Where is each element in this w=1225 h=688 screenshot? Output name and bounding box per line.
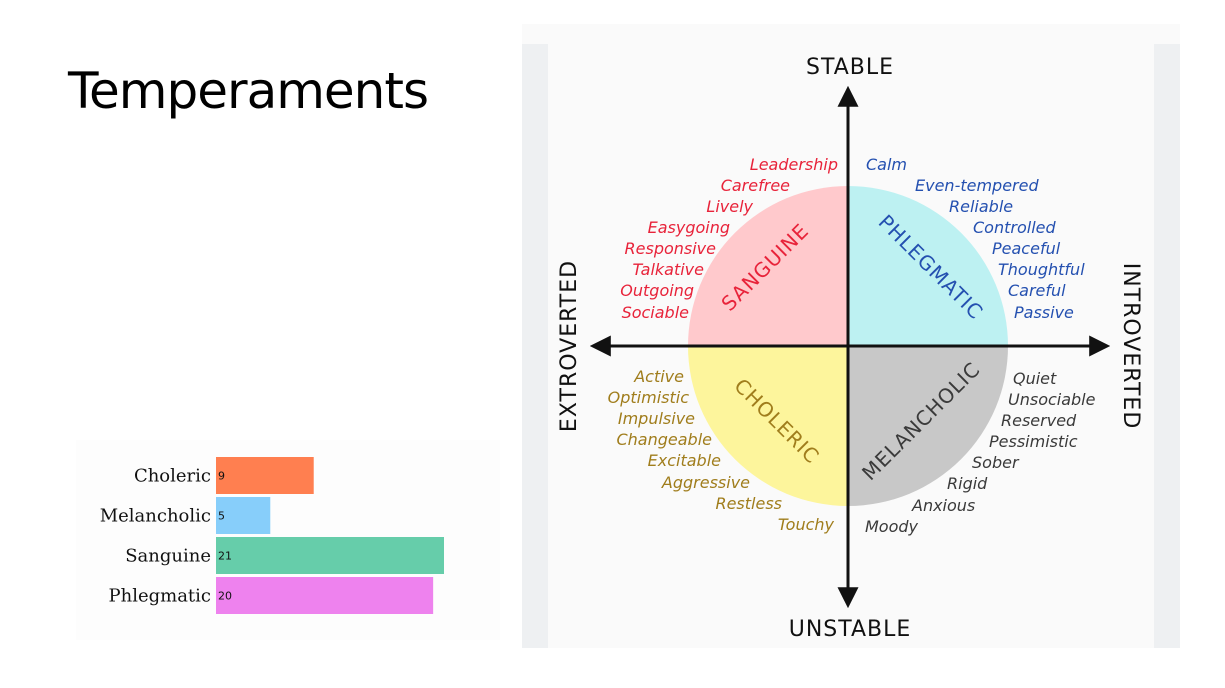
trait-sanguine: Leadership — [750, 155, 838, 174]
trait-melancholic: Quiet — [1013, 369, 1057, 388]
trait-choleric: Optimistic — [608, 388, 690, 407]
trait-choleric: Impulsive — [618, 409, 695, 428]
trait-sanguine: Carefree — [721, 176, 790, 195]
axis-label-stable: STABLE — [806, 55, 894, 80]
melancholic-traits: Quiet Unsociable Reserved Pessimistic So… — [865, 369, 1096, 536]
diagram-border-left — [522, 44, 548, 648]
trait-phlegmatic: Calm — [866, 155, 907, 174]
trait-sanguine: Talkative — [633, 260, 705, 279]
trait-melancholic: Anxious — [911, 496, 975, 515]
bar-sanguine — [216, 537, 444, 574]
trait-phlegmatic: Passive — [1014, 303, 1074, 322]
trait-phlegmatic: Even-tempered — [915, 176, 1039, 195]
diagram-border-right — [1154, 44, 1180, 648]
bar-phlegmatic — [216, 577, 434, 614]
trait-choleric: Excitable — [648, 451, 722, 470]
axis-label-unstable: UNSTABLE — [789, 617, 912, 642]
trait-phlegmatic: Peaceful — [992, 239, 1061, 258]
bar-choleric — [216, 457, 314, 494]
trait-sanguine: Sociable — [622, 303, 690, 322]
trait-melancholic: Rigid — [947, 474, 988, 493]
trait-phlegmatic: Thoughtful — [998, 260, 1085, 279]
sanguine-traits: Leadership Carefree Lively Easygoing Res… — [620, 155, 838, 322]
melancholic-quadrant — [848, 346, 1008, 506]
trait-choleric: Aggressive — [661, 473, 750, 492]
bar-melancholic — [216, 497, 271, 534]
axis-label-extroverted: EXTROVERTED — [557, 260, 582, 432]
bar-value-label: 5 — [218, 510, 225, 523]
bar-category-label: Sanguine — [125, 546, 211, 567]
trait-sanguine: Outgoing — [620, 281, 694, 300]
trait-melancholic: Unsociable — [1008, 390, 1096, 409]
bar-value-label: 9 — [218, 470, 225, 483]
trait-phlegmatic: Careful — [1008, 281, 1066, 300]
phlegmatic-quadrant — [848, 186, 1008, 346]
trait-choleric: Restless — [715, 494, 782, 513]
trait-melancholic: Moody — [865, 517, 919, 536]
trait-choleric: Active — [633, 367, 684, 386]
bar-category-label: Phlegmatic — [108, 586, 211, 607]
sanguine-quadrant — [688, 186, 848, 346]
temperament-diagram: STABLE UNSTABLE EXTROVERTED INTROVERTED … — [522, 24, 1180, 648]
bar-category-label: Choleric — [134, 466, 211, 487]
trait-melancholic: Reserved — [1001, 411, 1077, 430]
trait-sanguine: Easygoing — [648, 218, 730, 237]
bar-value-label: 21 — [218, 550, 232, 563]
bar-value-label: 20 — [218, 590, 232, 603]
bar-category-label: Melancholic — [100, 506, 211, 527]
trait-choleric: Touchy — [778, 515, 835, 534]
trait-sanguine: Responsive — [625, 239, 717, 258]
choleric-traits: Active Optimistic Impulsive Changeable E… — [608, 367, 835, 534]
trait-phlegmatic: Controlled — [973, 218, 1056, 237]
diagram-svg: STABLE UNSTABLE EXTROVERTED INTROVERTED … — [557, 55, 1143, 642]
choleric-quadrant — [688, 346, 848, 506]
phlegmatic-traits: Calm Even-tempered Reliable Controlled P… — [866, 155, 1085, 322]
slide-title: Temperaments — [68, 62, 429, 120]
trait-phlegmatic: Reliable — [949, 197, 1013, 216]
axis-label-introverted: INTROVERTED — [1118, 263, 1143, 430]
trait-melancholic: Pessimistic — [989, 432, 1078, 451]
trait-choleric: Changeable — [616, 430, 712, 449]
trait-sanguine: Lively — [706, 197, 753, 216]
trait-melancholic: Sober — [972, 453, 1020, 472]
